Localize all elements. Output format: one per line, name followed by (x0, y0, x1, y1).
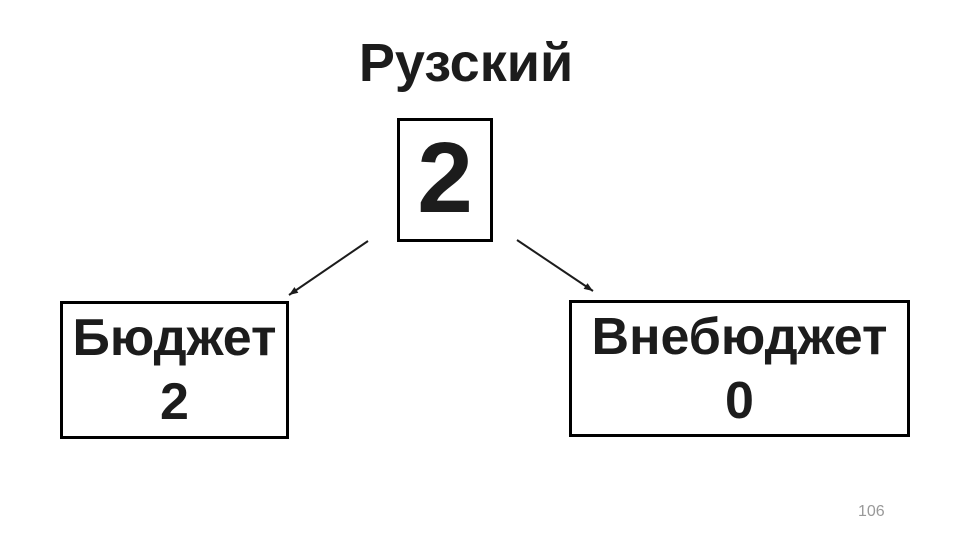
arrow-to-budget-icon (288, 240, 369, 296)
extrabudget-node-label: Внебюджет (591, 307, 888, 366)
extrabudget-node-box: Внебюджет 0 (569, 300, 910, 437)
page-number: 106 (858, 503, 885, 520)
root-node-value: 2 (417, 122, 473, 234)
budget-node-value: 2 (160, 373, 189, 431)
extrabudget-node-value: 0 (725, 371, 754, 430)
arrow-to-extrabudget-icon (516, 239, 594, 292)
budget-node-box: Бюджет 2 (60, 301, 289, 439)
root-node-box: 2 (397, 118, 493, 242)
slide-title: Рузский (358, 33, 574, 93)
budget-node-label: Бюджет (72, 309, 277, 367)
